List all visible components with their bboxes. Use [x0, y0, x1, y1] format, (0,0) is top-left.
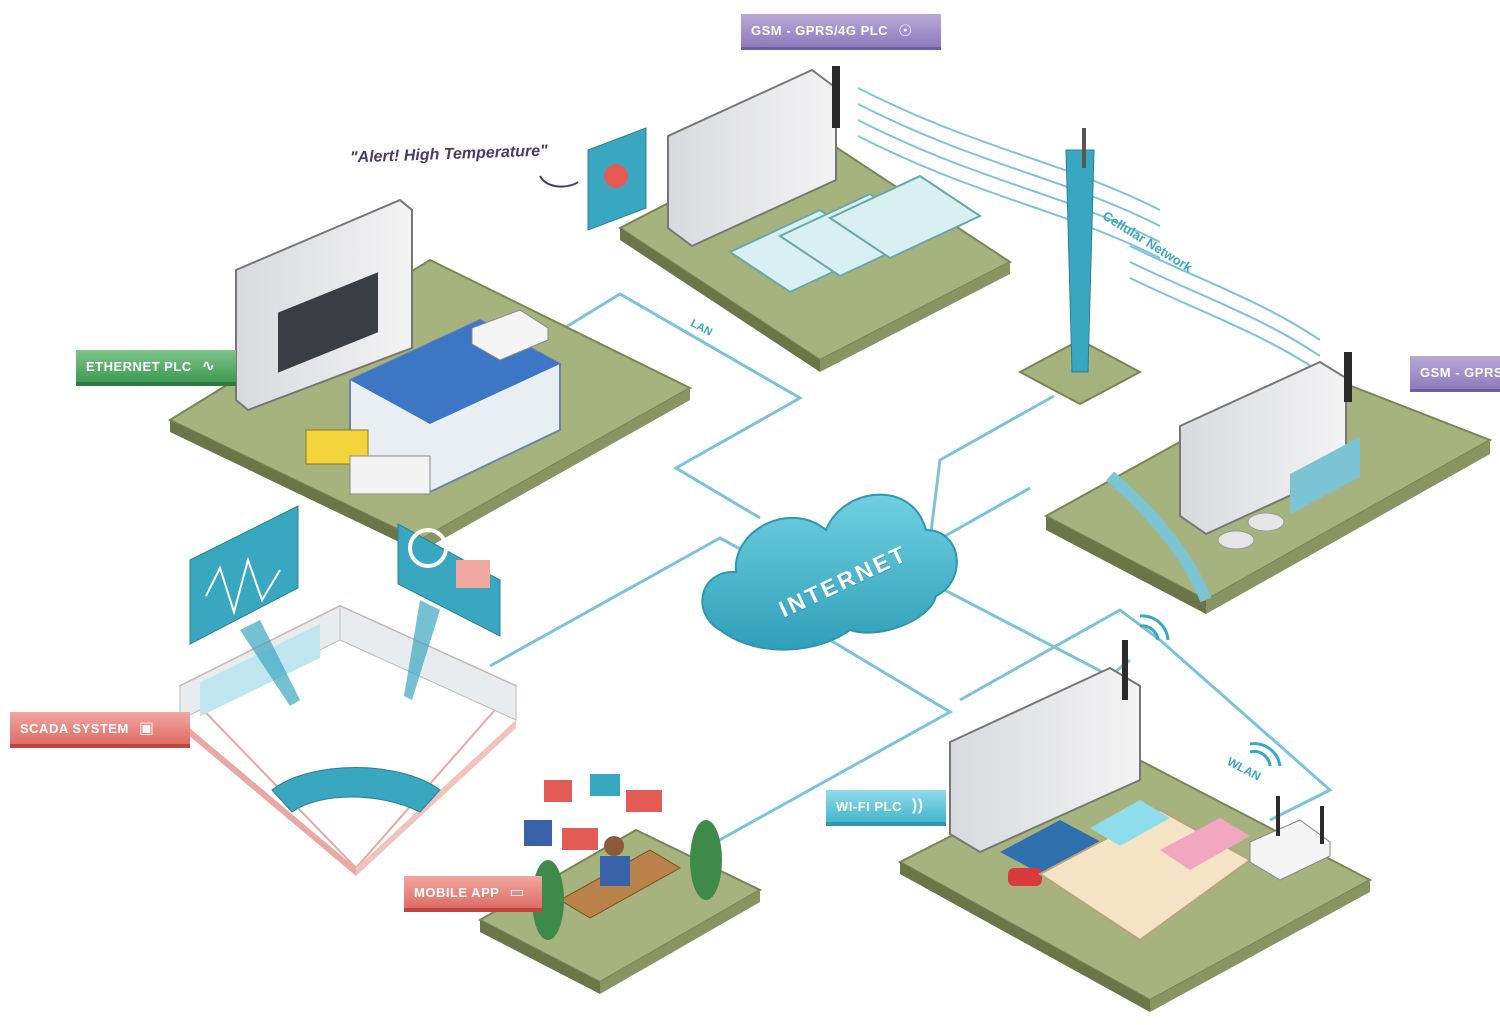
ethernet-icon: ∿ [201, 358, 216, 375]
wlan-connector [959, 608, 1333, 822]
wifi-plc-tag: WI-FI PLC )) [826, 790, 946, 826]
gsm-plc-tag: GSM - GPRS/4G PLC ☉ [741, 14, 941, 50]
internet-cloud [701, 493, 958, 651]
bedroom [1160, 818, 1250, 870]
gsm-right-connector [937, 486, 1031, 542]
wlan-router [1249, 819, 1331, 881]
monitor-icon: ▣ [138, 720, 155, 737]
gsm-right-label: GSM - GPRS [1420, 365, 1500, 380]
red-car [1008, 868, 1042, 886]
scada-screen-wall [200, 623, 320, 717]
gsm-right-antenna [1344, 352, 1352, 402]
ethernet-plc-site [167, 198, 693, 552]
mobile-connector [715, 626, 953, 844]
ethernet-plc-tag: ETHERNET PLC ∿ [76, 350, 236, 386]
plc-wifi-signal-icon [1139, 614, 1170, 641]
scada-system-tag: SCADA SYSTEM ▣ [10, 712, 190, 748]
tablet-icon: ▭ [509, 884, 526, 901]
app-tile-4 [524, 820, 552, 846]
tree-right [690, 820, 722, 900]
ethernet-router [471, 309, 549, 361]
app-tile-3 [626, 790, 662, 812]
wifi-icon: )) [911, 797, 924, 814]
gsm-antenna [832, 66, 840, 128]
app-tile-5 [562, 828, 598, 850]
person-body [600, 856, 630, 886]
scada-control-room [178, 505, 518, 876]
wifi-plc-antenna [1122, 640, 1128, 700]
person-head [604, 836, 624, 856]
scada-console [271, 767, 441, 813]
greenhouse-3 [827, 174, 983, 260]
mobile-app-tag: MOBILE APP ▭ [404, 876, 542, 912]
wifi-plc-label: WI-FI PLC [836, 798, 902, 814]
water-tank-1 [1217, 530, 1255, 550]
wifi-plc-site [897, 614, 1373, 1012]
scada-system-label: SCADA SYSTEM [20, 720, 129, 736]
greenhouse-site [539, 66, 1012, 372]
app-tile-2 [590, 774, 620, 796]
wlan-signal-icon [1249, 742, 1282, 767]
water-tank-2 [1247, 512, 1285, 532]
cellular-waves [857, 87, 1321, 373]
gsm-right-tag: GSM - GPRS [1410, 356, 1500, 392]
mobile-app-label: MOBILE APP [414, 884, 500, 900]
wifi-plc-device [949, 666, 1141, 854]
app-tile-1 [544, 780, 572, 802]
gsm-plc-device [667, 68, 837, 248]
white-truck [349, 455, 431, 495]
ethernet-plc-label: ETHERNET PLC [86, 358, 192, 374]
cell-tower [1017, 128, 1143, 406]
lan-connector [547, 292, 804, 520]
mobile-app-site [477, 774, 763, 994]
bathroom [1090, 800, 1170, 846]
river [1106, 471, 1212, 603]
gsm-plc-label: GSM - GPRS/4G PLC [751, 23, 889, 38]
cellular-connector [928, 394, 1055, 541]
water-treatment-site [1043, 352, 1493, 614]
antenna-icon: ☉ [898, 22, 913, 40]
treatment-pool [1290, 436, 1360, 515]
